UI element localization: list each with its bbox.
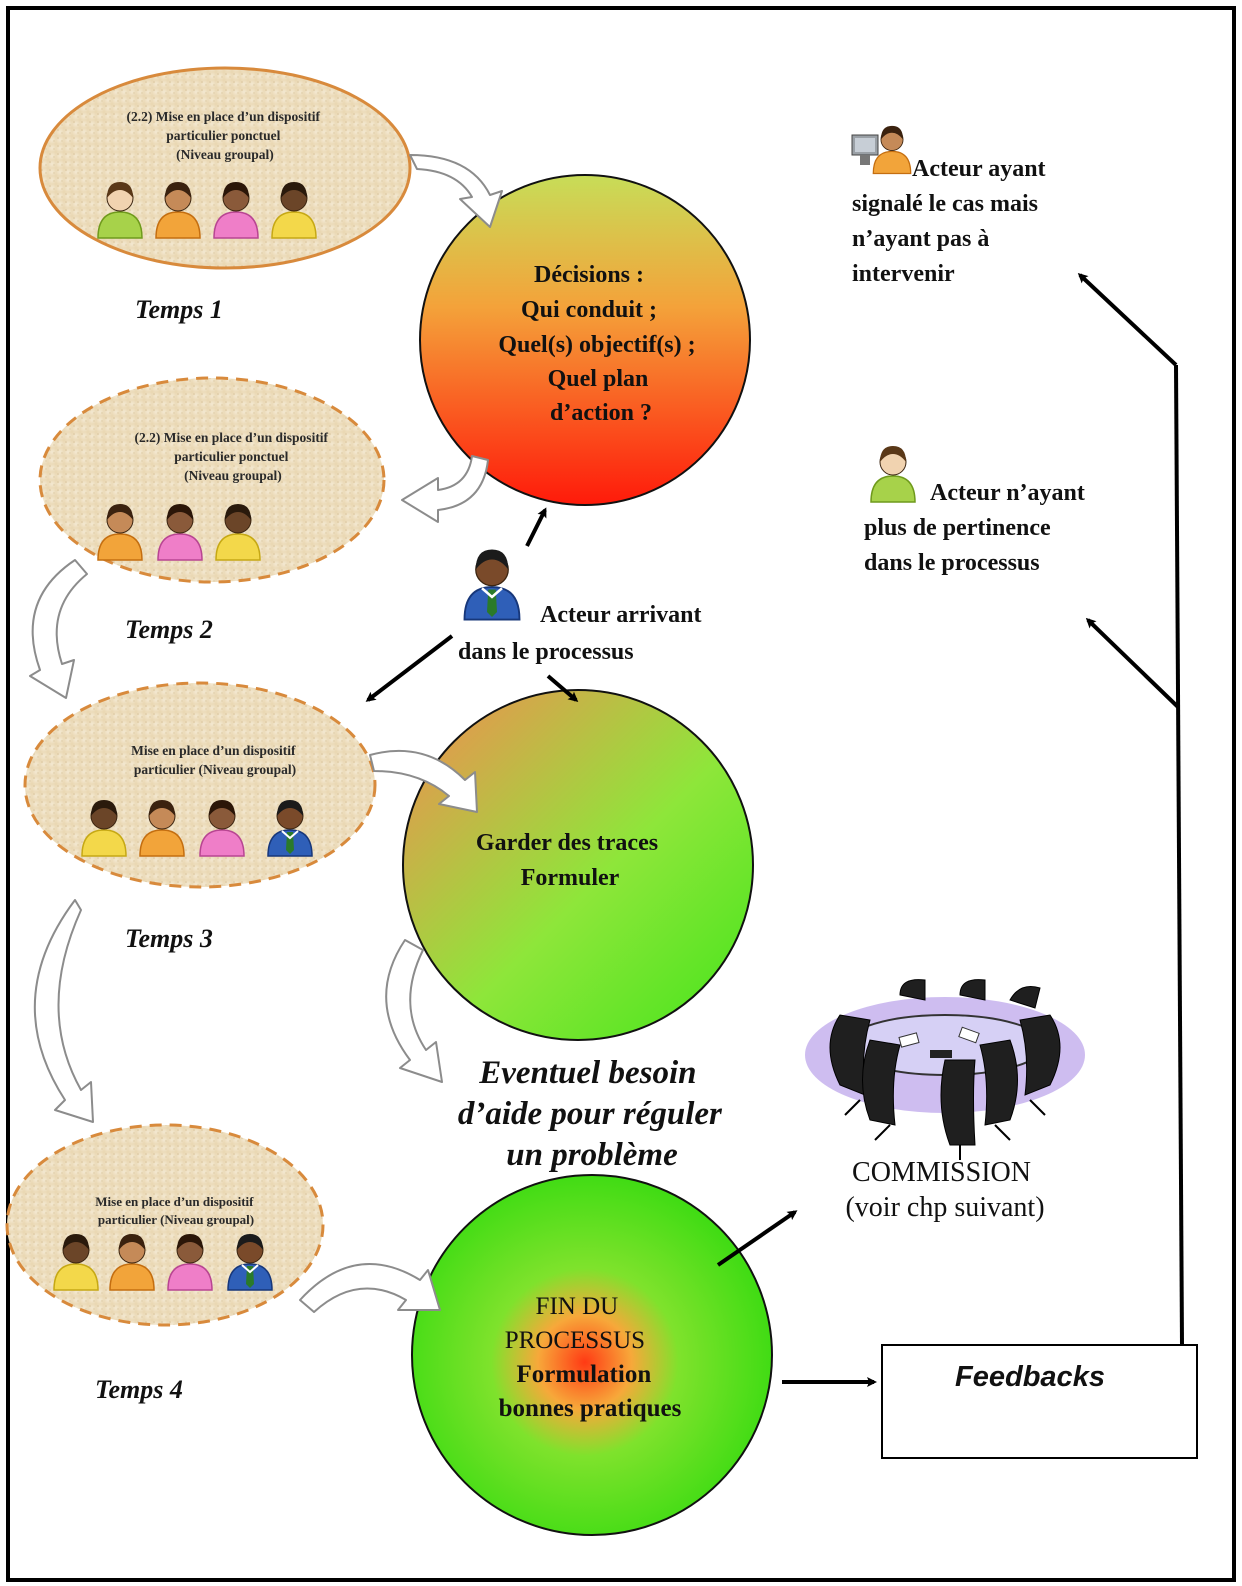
decisions-line-1: Décisions : <box>534 262 644 288</box>
ellipse-4-people <box>53 1234 273 1291</box>
conference-table-icon <box>805 979 1085 1160</box>
ellipse-4-line-2: particulier (Niveau groupal) <box>98 1212 254 1227</box>
garder-line-2: Formuler <box>521 865 620 891</box>
outer-frame <box>6 6 1236 1582</box>
svg-text:FIN DU PROCESSUS F: FIN DU PROCESSUS Formulation bonnes prat… <box>499 1293 682 1422</box>
orange-person-icon <box>872 125 912 175</box>
svg-text:Décisions : Qui conduit: Décisions : Qui conduit ; Quel(s) object… <box>498 262 701 426</box>
ellipse-temps-2: (2.2) Mise en place d’un dispositif part… <box>38 376 386 584</box>
decisions-line-2: Qui conduit ; <box>521 297 657 323</box>
svg-text:(2.2) Mise en place d’un dispo: (2.2) Mise en place d’un dispositif part… <box>127 109 324 162</box>
ellipse-2-people <box>97 504 261 561</box>
acteur-arrivant-text: Acteur arrivant dans le processus <box>458 602 708 665</box>
ellipse-3-people <box>81 800 313 857</box>
yellow-person-icon <box>271 182 317 239</box>
flow-arrow-5 <box>385 939 443 1083</box>
flow-arrow-2 <box>401 455 489 523</box>
garder-line-1: Garder des traces <box>476 830 658 856</box>
businessman-icon <box>463 549 521 621</box>
yellow-person-icon <box>81 800 127 857</box>
svg-text:Mise en place d’un dispositif: Mise en place d’un dispositif particulie… <box>131 743 299 777</box>
svg-text:Garder des traces Formul: Garder des traces Formuler <box>476 830 664 891</box>
ellipse-temps-4: Mise en place d’un dispositif particulie… <box>5 1123 325 1327</box>
ellipse-3-line-2: particulier (Niveau groupal) <box>134 762 296 777</box>
svg-text:Mise en place d’un dispositif: Mise en place d’un dispositif particulie… <box>95 1194 256 1227</box>
commission-text: COMMISSION (voir chp suivant) <box>845 1157 1044 1223</box>
orange-person-icon <box>139 800 185 857</box>
fin-line-3: Formulation <box>517 1361 652 1388</box>
garder-circle: Garder des traces Formuler <box>402 689 754 1041</box>
orange-person-icon <box>97 504 143 561</box>
ellipse-1-line-2: particulier ponctuel <box>166 128 280 143</box>
flow-arrow-3 <box>29 559 88 699</box>
pink-person-icon <box>213 182 259 239</box>
ellipse-1-line-1: (2.2) Mise en place d’un dispositif <box>127 109 321 124</box>
eventuel-text: Eventuel besoin d’aide pour réguler un p… <box>458 1055 730 1173</box>
ellipse-3-line-1: Mise en place d’un dispositif <box>131 743 296 758</box>
yellow-person-icon <box>215 504 261 561</box>
yellow-person-icon <box>53 1234 99 1291</box>
fin-circle: FIN DU PROCESSUS Formulation bonnes prat… <box>411 1174 773 1536</box>
pink-person-icon <box>199 800 245 857</box>
computer-user-icon <box>851 134 879 165</box>
ellipse-1-people <box>97 182 317 239</box>
flow-arrow-7 <box>299 1263 441 1313</box>
flow-arrows <box>29 154 503 1313</box>
ellipse-2-line-2: particulier ponctuel <box>174 449 288 464</box>
pink-person-icon <box>157 504 203 561</box>
businessman-icon <box>267 800 313 857</box>
businessman-icon <box>227 1234 273 1291</box>
decisions-line-5: d’action ? <box>550 400 652 426</box>
temps-3-label: Temps 3 <box>125 924 213 953</box>
orange-person-icon <box>872 125 912 175</box>
green-person-icon <box>870 446 916 503</box>
fin-line-4: bonnes pratiques <box>499 1395 682 1422</box>
orange-person-icon <box>109 1234 155 1291</box>
flow-arrow-4 <box>369 749 478 813</box>
decisions-line-4: Quel plan <box>548 366 649 392</box>
decisions-line-3: Quel(s) objectif(s) ; <box>498 332 695 358</box>
feedbacks-label: Feedbacks <box>955 1361 1105 1393</box>
ellipse-2-line-1: (2.2) Mise en place d’un dispositif <box>135 430 329 445</box>
decisions-circle: Décisions : Qui conduit ; Quel(s) object… <box>419 174 751 506</box>
businessman-icon <box>463 549 521 621</box>
temps-4-label: Temps 4 <box>95 1375 183 1404</box>
ellipse-2-line-3: (Niveau groupal) <box>184 468 282 483</box>
svg-text:(2.2) Mise en place d’un dispo: (2.2) Mise en place d’un dispositif part… <box>135 430 332 483</box>
orange-person-icon <box>155 182 201 239</box>
ellipse-1-line-3: (Niveau groupal) <box>176 147 274 162</box>
pink-person-icon <box>167 1234 213 1291</box>
temps-2-label: Temps 2 <box>125 615 213 644</box>
ellipse-4-line-1: Mise en place d’un dispositif <box>95 1194 254 1209</box>
green-person-icon <box>870 446 916 503</box>
green-person-icon <box>97 182 143 239</box>
feedbacks-box <box>881 1344 1198 1459</box>
ellipse-temps-3: Mise en place d’un dispositif particulie… <box>23 681 377 889</box>
connector-lines <box>365 272 1184 1387</box>
fin-line-2: PROCESSUS <box>505 1327 645 1354</box>
ellipse-temps-1: (2.2) Mise en place d’un dispositif part… <box>38 66 412 270</box>
fin-line-1: FIN DU <box>536 1293 619 1320</box>
flow-arrow-6 <box>33 899 94 1123</box>
temps-1-label: Temps 1 <box>135 295 223 324</box>
acteur-signale-text: Acteur ayant signalé le cas mais n’ayant… <box>852 156 1052 287</box>
flow-arrow-1 <box>409 154 503 228</box>
acteur-pertinence-text: Acteur n’ayant plus de pertinence dans l… <box>864 480 1091 576</box>
